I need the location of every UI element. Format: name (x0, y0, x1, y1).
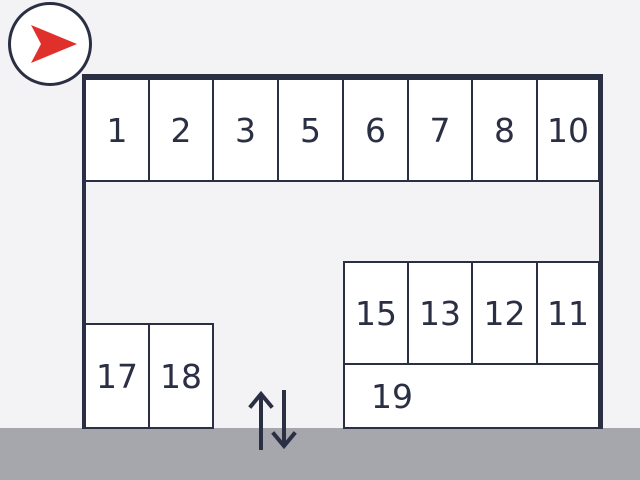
stall-18: 18 (148, 323, 214, 429)
stall-label: 13 (419, 293, 461, 333)
stall-3: 3 (212, 78, 279, 182)
two-way-arrows-icon (248, 390, 297, 450)
stall-8: 8 (471, 78, 538, 182)
stall-15: 15 (343, 261, 409, 365)
stall-6: 6 (342, 78, 409, 182)
stall-1: 1 (84, 78, 150, 182)
stall-label: 18 (160, 356, 202, 396)
stall-5: 5 (277, 78, 344, 182)
stall-label: 10 (547, 110, 589, 150)
stall-12: 12 (471, 261, 538, 365)
stall-label: 15 (355, 293, 397, 333)
stall-label: 12 (483, 293, 526, 333)
stall-label: 8 (494, 110, 515, 150)
stall-13: 13 (407, 261, 473, 365)
direction-arrow-icon (31, 25, 77, 63)
compass (8, 2, 92, 86)
stall-17: 17 (84, 323, 150, 429)
stall-label: 11 (547, 293, 589, 333)
stall-label: 2 (170, 110, 192, 150)
stall-label: 1 (106, 110, 128, 150)
stall-10: 10 (536, 78, 600, 182)
stall-label: 6 (365, 110, 386, 150)
stall-label: 5 (300, 110, 321, 150)
stall-19: 19 (343, 363, 600, 429)
stall-2: 2 (148, 78, 214, 182)
lot-boundary (82, 74, 603, 429)
stall-7: 7 (407, 78, 473, 182)
stall-label: 7 (429, 110, 451, 150)
stall-11: 11 (536, 261, 600, 365)
stall-label: 19 (371, 376, 413, 416)
road (0, 428, 640, 480)
stall-label: 17 (96, 356, 138, 396)
stall-label: 3 (235, 110, 256, 150)
